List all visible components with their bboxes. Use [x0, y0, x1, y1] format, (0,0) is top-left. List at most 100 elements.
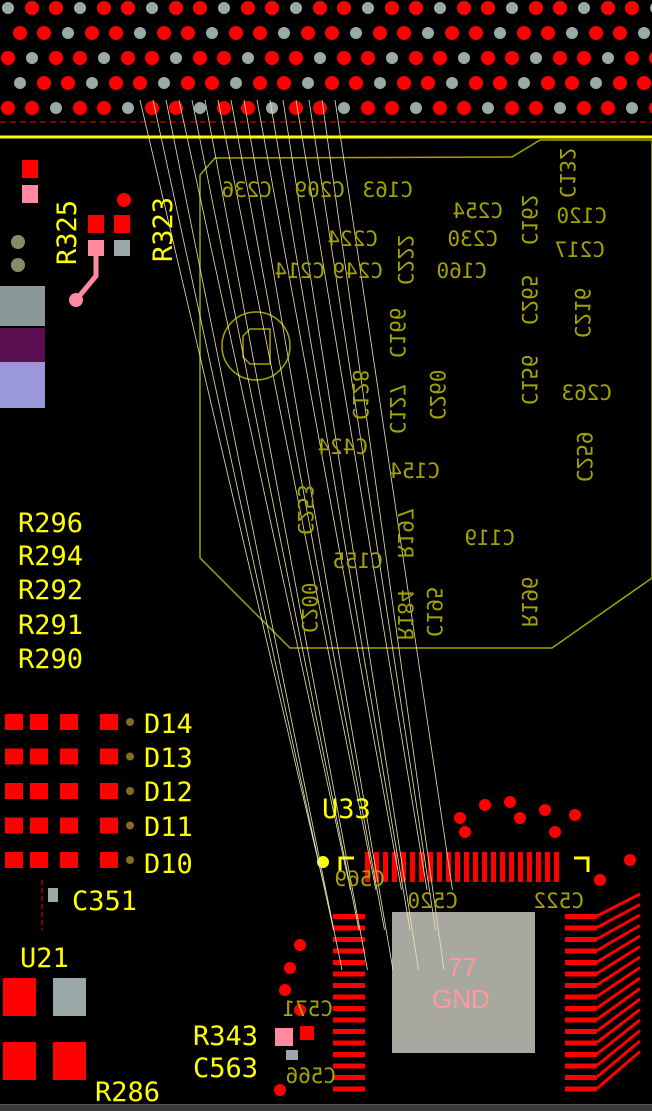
r325-footprint	[11, 160, 131, 307]
led-pad	[100, 783, 118, 799]
trace	[596, 1039, 641, 1079]
label-r296: R296	[18, 508, 83, 539]
via	[624, 854, 636, 866]
ratsnest-line	[230, 99, 385, 931]
bga-pad	[217, 101, 231, 115]
bga-pad	[458, 52, 470, 64]
chip-pin	[565, 914, 597, 919]
ratsnest-line	[295, 99, 428, 891]
label-c166: C166	[385, 307, 409, 358]
bga-pad	[481, 1, 495, 15]
chip-pin	[419, 852, 424, 882]
bga-pad	[241, 1, 255, 15]
label-u21: U21	[20, 943, 69, 974]
bga-pad	[74, 2, 86, 14]
bga-pad	[601, 1, 615, 15]
label-c217: C217	[554, 238, 605, 262]
bga-pad	[217, 51, 231, 65]
label-r294: R294	[18, 541, 83, 572]
led-pad	[5, 817, 23, 834]
led-pad	[5, 783, 23, 799]
bga-pad	[194, 102, 206, 114]
via	[126, 856, 134, 864]
bga-pad	[446, 77, 458, 89]
bga-pad	[37, 76, 51, 90]
bga-pad	[530, 52, 542, 64]
label-c119: C119	[464, 526, 515, 550]
led-pad	[100, 714, 118, 730]
bga-pad	[205, 76, 219, 90]
via	[294, 939, 306, 951]
chip-pin	[482, 852, 487, 882]
trace	[596, 903, 641, 929]
bga-pad	[482, 102, 494, 114]
bga-pad	[193, 51, 207, 65]
bga-pad	[229, 26, 243, 40]
ratsnest-line	[256, 99, 402, 891]
bga-pad	[541, 76, 555, 90]
label-c224: C224	[327, 227, 378, 251]
bga-pad	[290, 2, 302, 14]
chip-pin	[536, 852, 541, 882]
u21-footprint	[3, 880, 86, 1080]
bga-pad	[133, 76, 147, 90]
ratsnest-line	[334, 99, 453, 891]
bga-pad	[601, 101, 615, 115]
bga-pad	[61, 76, 75, 90]
bga-pad	[158, 77, 170, 89]
label-c222: C222	[393, 234, 417, 285]
label-r184: R184	[393, 589, 417, 640]
chip-pin	[333, 1052, 365, 1057]
led-pad	[5, 748, 23, 765]
label-c195: C195	[422, 586, 446, 637]
thermal-pad	[392, 912, 535, 1053]
chip-pin	[365, 852, 370, 882]
bga-pad	[25, 1, 39, 15]
ratsnest-line	[178, 99, 351, 891]
trace	[596, 1008, 641, 1044]
bga-pad	[230, 77, 242, 89]
led-pad	[30, 783, 48, 799]
bga-pad	[314, 52, 326, 64]
label-c249: C249	[332, 259, 383, 283]
bga-pad	[457, 101, 471, 115]
bga-pad	[49, 1, 63, 15]
bga-pad	[313, 101, 327, 115]
led-pad	[30, 748, 48, 765]
pad-number: 77	[448, 952, 477, 982]
bga-pad	[637, 76, 651, 90]
label-r325: R325	[52, 200, 83, 265]
label-c265: C265	[517, 274, 541, 325]
bga-pad	[325, 76, 339, 90]
label-c566: C566	[285, 1064, 336, 1088]
chip-pin	[565, 960, 597, 965]
chip-pin	[333, 1006, 365, 1011]
u33-footprint[interactable]: 77 GND	[274, 796, 641, 1096]
chip-pin	[565, 925, 597, 931]
label-c569: C569	[334, 867, 385, 891]
bga-pad	[409, 1, 423, 15]
bga-pad	[362, 2, 374, 14]
bga-pad	[554, 102, 566, 114]
led-pad	[5, 714, 23, 730]
bga-pad	[85, 26, 99, 40]
bga-pad	[529, 1, 543, 15]
label-d10: D10	[144, 849, 193, 880]
via	[279, 984, 291, 996]
ratsnest-line	[191, 99, 360, 931]
via	[594, 874, 606, 886]
bga-pad	[50, 102, 62, 114]
bga-pad	[409, 51, 423, 65]
chip-pin	[565, 937, 597, 942]
via	[126, 718, 134, 726]
bga-pad	[374, 77, 386, 89]
chip-pin	[565, 983, 597, 988]
led-pad	[30, 714, 48, 730]
trace	[596, 997, 641, 1033]
bga-pad	[385, 101, 399, 115]
via	[454, 812, 466, 824]
bga-pad	[361, 101, 375, 115]
label-c424: C424	[317, 435, 368, 459]
